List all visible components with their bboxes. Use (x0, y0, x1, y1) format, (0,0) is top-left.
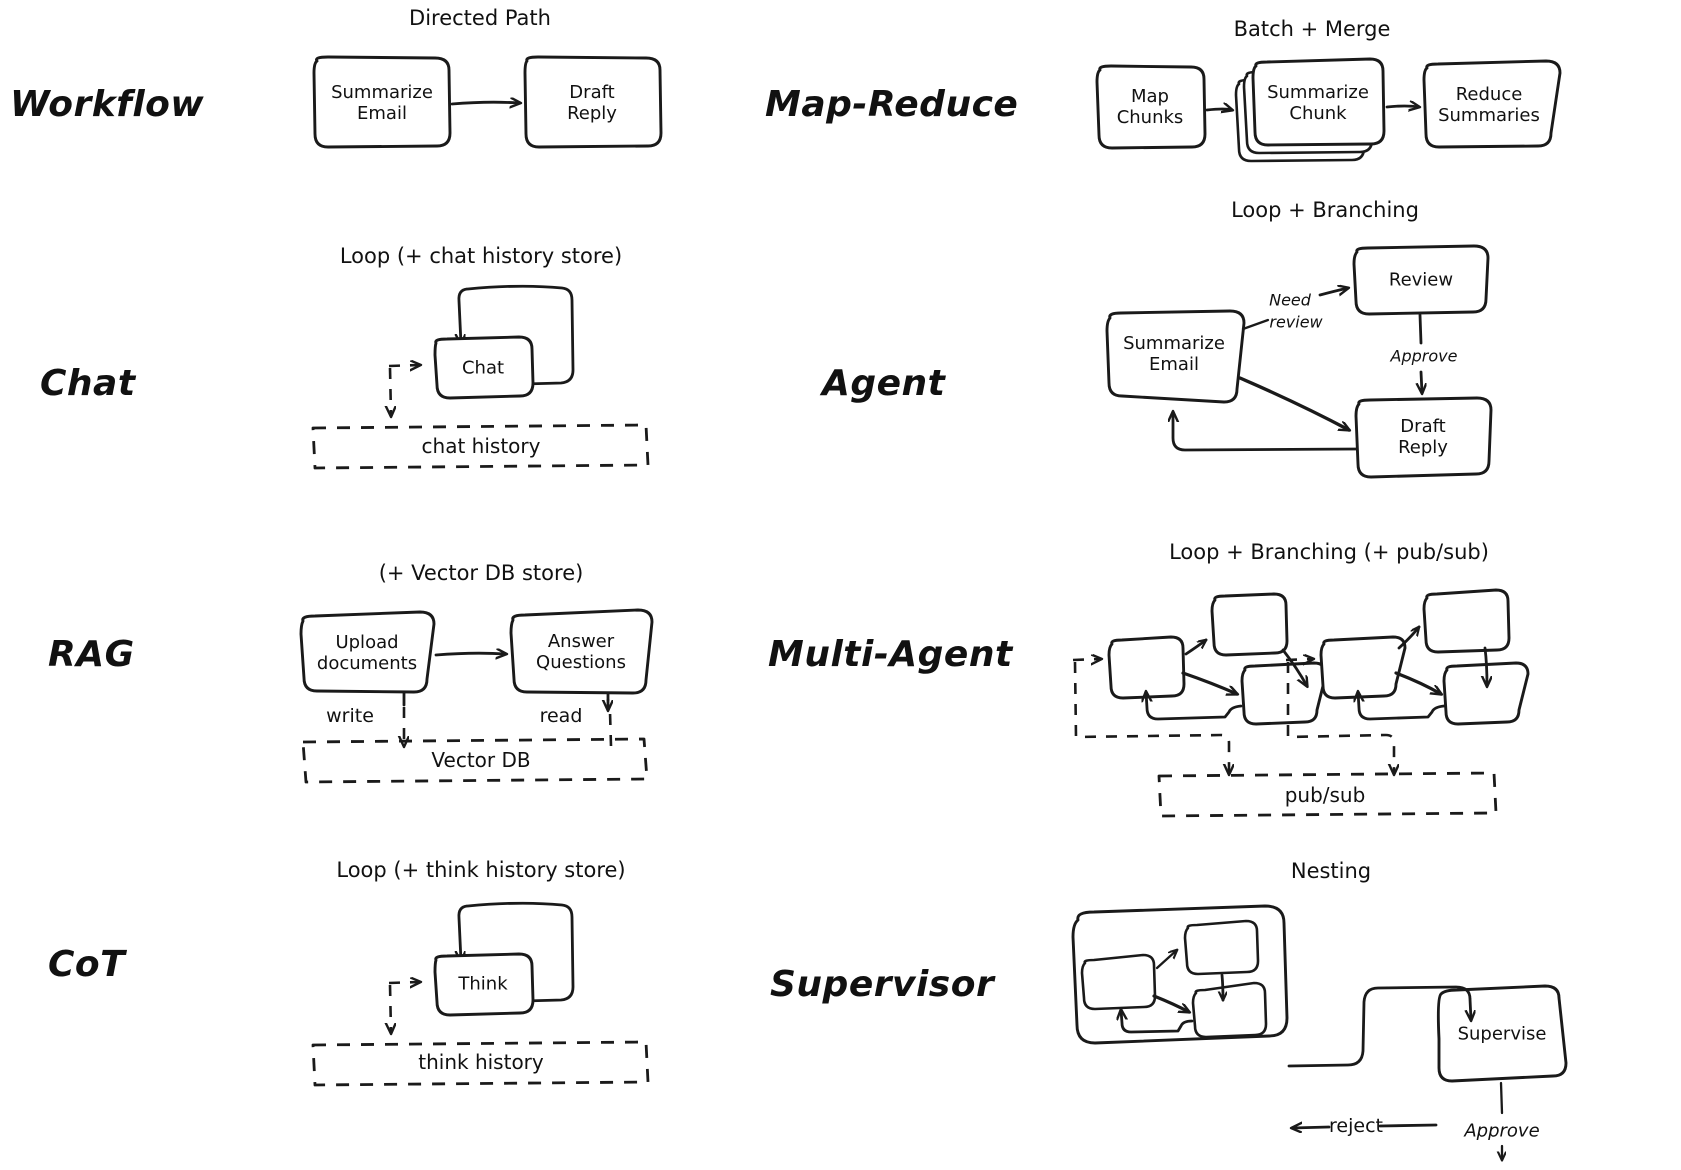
edge-label-need: Need (1269, 290, 1311, 310)
multi-agent-graph (1072, 588, 1530, 818)
edge-label-approve: Approve (1390, 346, 1458, 366)
row-label-workflow: Workflow (10, 84, 205, 125)
cot-graph (311, 901, 650, 1087)
caption-chat: Loop (+ chat history store) (339, 244, 623, 268)
chat-graph (311, 284, 650, 470)
edge-label-read: read (539, 705, 583, 727)
row-label-rag: RAG (48, 634, 135, 675)
store-think-history: think history (418, 1050, 544, 1074)
edge-label-reject: reject (1329, 1115, 1383, 1137)
caption-agent: Loop + Branching (1231, 198, 1419, 222)
store-chat-history: chat history (421, 434, 541, 458)
supervisor-graph (1071, 904, 1568, 1160)
edge-label-supervisor-approve: Approve (1464, 1120, 1540, 1142)
edge-label-write: write (326, 705, 374, 727)
caption-supervisor: Nesting (1290, 859, 1372, 883)
row-label-map-reduce: Map-Reduce (765, 84, 1019, 125)
map-reduce-graph (1095, 57, 1562, 163)
row-label-chat: Chat (40, 363, 136, 404)
store-vector-db: Vector DB (431, 748, 531, 772)
caption-multi-agent: Loop + Branching (+ pub/sub) (1169, 540, 1489, 564)
caption-map-reduce: Batch + Merge (1233, 17, 1391, 41)
caption-workflow: Directed Path (409, 6, 551, 30)
row-label-multi-agent: Multi-Agent (768, 634, 1013, 675)
caption-cot: Loop (+ think history store) (336, 858, 626, 882)
rag-graph (299, 608, 654, 784)
agent-graph (1105, 244, 1493, 479)
row-label-cot: CoT (48, 944, 126, 985)
row-label-agent: Agent (822, 363, 946, 404)
store-pub-sub: pub/sub (1284, 783, 1366, 807)
row-label-supervisor: Supervisor (770, 964, 995, 1005)
workflow-graph (312, 55, 663, 149)
caption-rag: (+ Vector DB store) (378, 561, 584, 585)
edge-label-review: review (1269, 312, 1323, 332)
